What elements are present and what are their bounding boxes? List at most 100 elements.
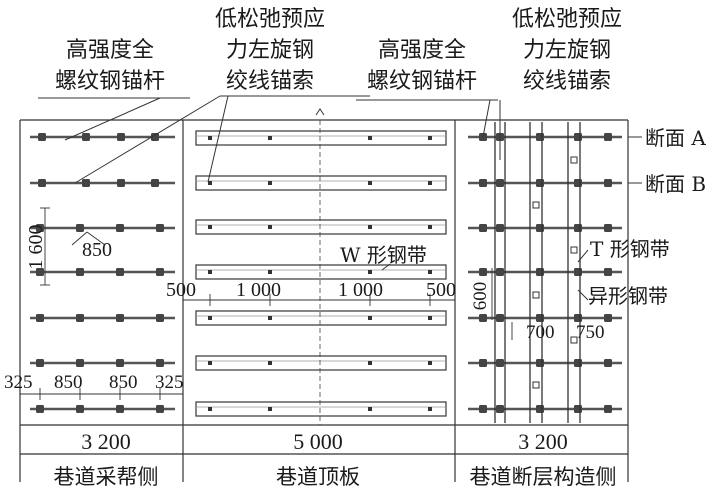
left-bolt-rows <box>30 133 175 413</box>
panel-frame <box>19 119 629 482</box>
dim-left-850a: 850 <box>54 372 83 393</box>
bolt-nut <box>496 268 504 276</box>
bolt-nut <box>156 359 164 367</box>
bolt-nut <box>574 133 582 141</box>
bolt-nut <box>116 405 124 413</box>
bolt-nut <box>479 314 487 322</box>
strap-bolt <box>268 181 272 185</box>
panel-center-width: 5 000 <box>293 429 343 454</box>
panel-right-name: 巷道断层构造侧 <box>470 465 617 489</box>
bolt-nut <box>116 268 124 276</box>
break-mark <box>315 108 325 116</box>
bolt-nut <box>604 405 612 413</box>
label-cable-center-1: 低松弛预应 <box>215 7 325 32</box>
bolt-nut <box>82 133 90 141</box>
bolt-nut <box>536 268 544 276</box>
bolt-nut <box>151 133 159 141</box>
bolt-nut <box>76 405 84 413</box>
w-strap <box>195 310 447 326</box>
panel-footer: 3 200 5 000 3 200 巷道采帮侧 巷道顶板 巷道断层构造侧 <box>54 429 617 489</box>
w-strap <box>195 355 447 371</box>
center-w-straps <box>195 130 447 417</box>
bolt-nut <box>36 268 44 276</box>
bolt-nut <box>536 133 544 141</box>
dim-left-850b: 850 <box>109 372 138 393</box>
bolt-nut <box>496 224 504 232</box>
strap-bolt <box>208 136 212 140</box>
w-strap <box>195 130 447 146</box>
bolt-nut <box>479 224 487 232</box>
label-cable-right-2: 力左旋钢 <box>523 38 611 63</box>
strap-bolt <box>428 407 432 411</box>
bolt-nut <box>156 224 164 232</box>
strap-bolt <box>268 136 272 140</box>
panel-right-width: 3 200 <box>518 429 568 454</box>
bolt-nut <box>574 224 582 232</box>
label-cable-center-2: 力左旋钢 <box>226 38 314 63</box>
strap-bolt <box>208 181 212 185</box>
callout-labels: 高强度全 螺纹钢锚杆 低松弛预应 力左旋钢 绞线锚索 高强度全 螺纹钢锚杆 低松… <box>55 7 706 308</box>
strap-bolt <box>368 181 372 185</box>
strap-bolt <box>428 316 432 320</box>
strap-bolt <box>368 225 372 229</box>
strap-bolt <box>268 361 272 365</box>
bolt-nut <box>604 179 612 187</box>
strap-bolt <box>428 361 432 365</box>
bolt-nut <box>36 224 44 232</box>
label-bolt-right-1: 高强度全 <box>378 38 466 63</box>
strap-bolt <box>208 407 212 411</box>
bolt-nut <box>36 314 44 322</box>
dim-right-600: 600 <box>470 282 491 311</box>
w-strap <box>195 219 447 235</box>
w-strap <box>195 264 447 280</box>
bolt-nut <box>36 359 44 367</box>
bolt-nut <box>496 359 504 367</box>
w-strap <box>195 401 447 417</box>
bolt-nut <box>116 224 124 232</box>
bolt-nut <box>117 179 125 187</box>
label-section-b: 断面 B <box>645 172 706 196</box>
bolt-nut <box>604 133 612 141</box>
strap-bolt <box>368 316 372 320</box>
bolt-nut <box>604 224 612 232</box>
label-cable-right-3: 绞线锚索 <box>523 69 611 94</box>
bolt-nut <box>82 179 90 187</box>
dim-left-325b: 325 <box>155 372 184 393</box>
leader-lines <box>38 95 642 301</box>
bolt-nut <box>604 359 612 367</box>
bolt-nut <box>536 224 544 232</box>
right-vertical-straps <box>494 122 581 423</box>
bolt-nut <box>36 405 44 413</box>
strap-bolt <box>428 136 432 140</box>
bolt-nut <box>479 268 487 276</box>
strap-plate <box>570 246 578 254</box>
label-section-a: 断面 A <box>645 126 706 150</box>
strap-plate <box>532 291 540 299</box>
bolt-nut <box>38 133 46 141</box>
label-w-strap: W 形钢带 <box>340 243 427 267</box>
strap-bolt <box>268 316 272 320</box>
dim-center-1000b: 1 000 <box>338 279 383 301</box>
label-bolt-left-2: 螺纹钢锚杆 <box>55 69 165 94</box>
dim-center-500b: 500 <box>426 279 456 301</box>
dimension-lines <box>20 207 513 400</box>
strap-bolt <box>428 225 432 229</box>
strap-bolt <box>268 225 272 229</box>
label-bolt-right-2: 螺纹钢锚杆 <box>367 69 477 94</box>
panel-left-width: 3 200 <box>81 429 131 454</box>
label-cable-right-1: 低松弛预应 <box>512 7 622 32</box>
bolt-nut <box>574 405 582 413</box>
bolt-nut <box>156 268 164 276</box>
bolt-nut <box>76 268 84 276</box>
dim-right-750: 750 <box>576 322 605 343</box>
bolt-nut <box>536 359 544 367</box>
bolt-nut <box>604 268 612 276</box>
panel-center-name: 巷道顶板 <box>276 465 360 489</box>
bolt-nut <box>536 179 544 187</box>
label-odd-strap: 异形钢带 <box>588 284 668 308</box>
strap-bolt <box>208 361 212 365</box>
bolt-nut <box>574 179 582 187</box>
bolt-nut <box>496 405 504 413</box>
bolt-nut <box>574 359 582 367</box>
bolt-nut <box>116 359 124 367</box>
